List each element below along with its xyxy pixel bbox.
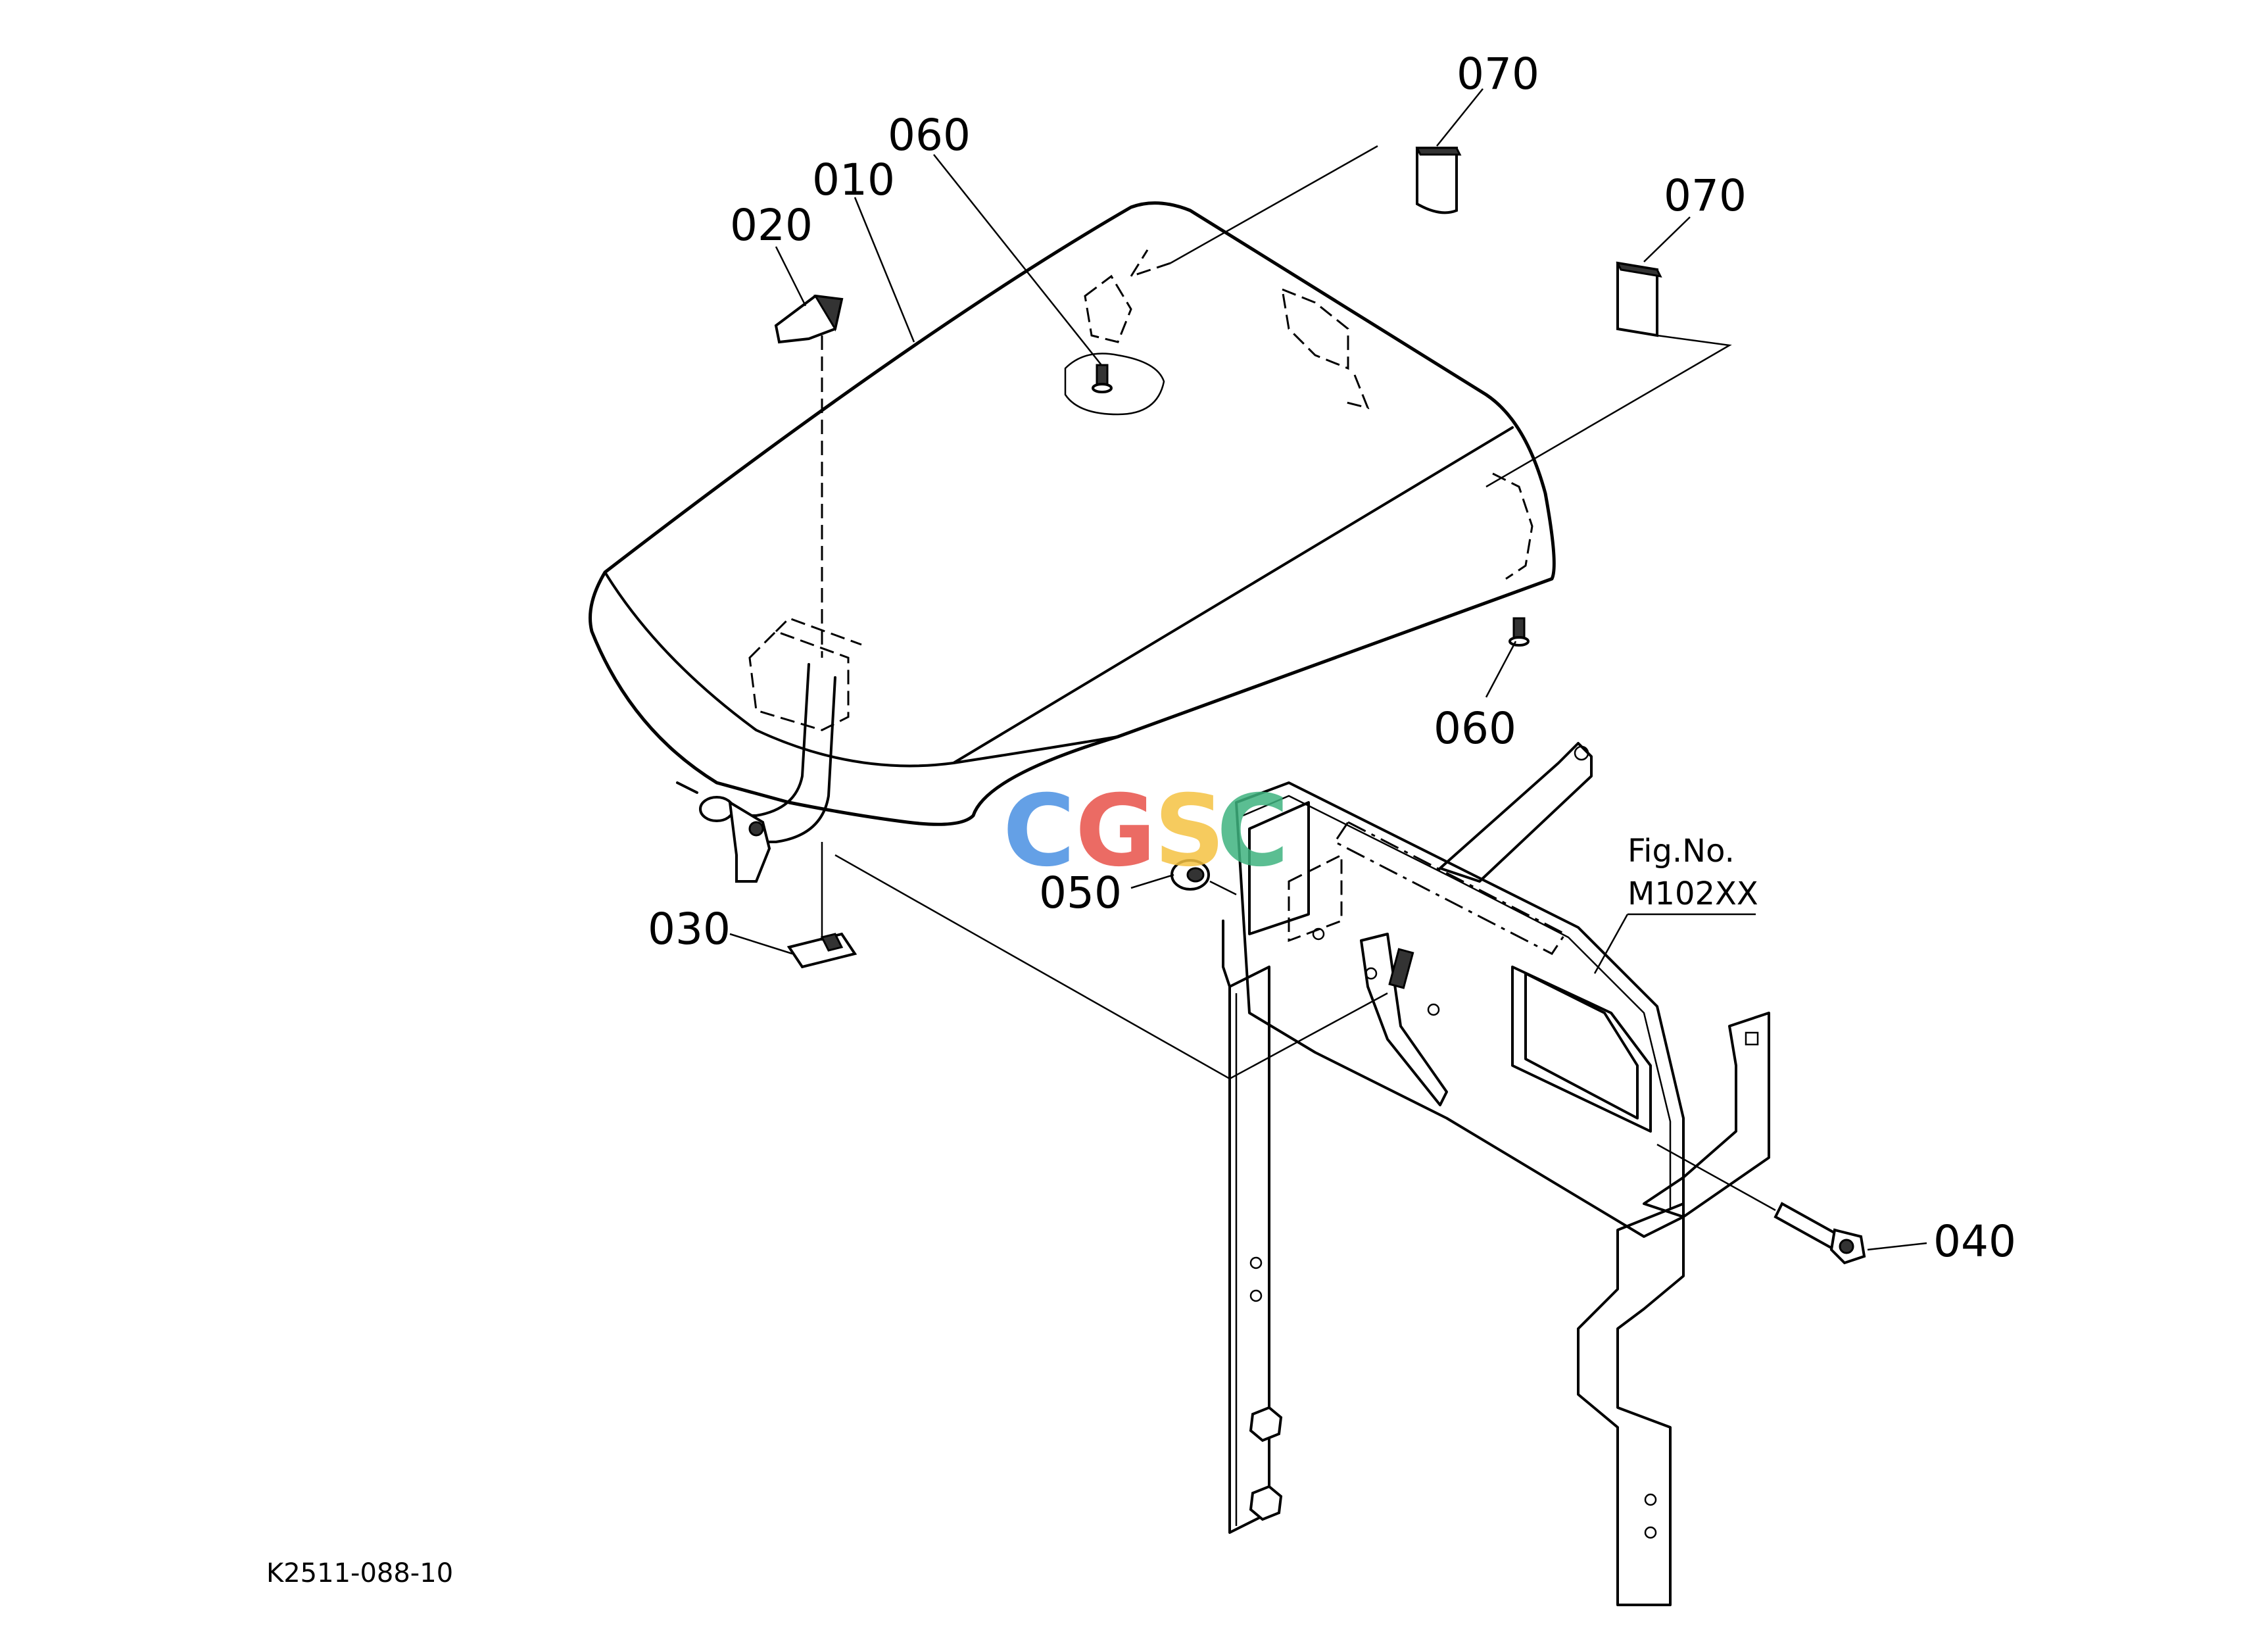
lever-part-030: [676, 781, 857, 969]
watermark-letter-g: G: [1075, 774, 1156, 889]
hood-part-010: [589, 201, 1556, 843]
cap-part-070-right: [1616, 261, 1662, 337]
support-frame: [1222, 742, 1770, 1606]
callout-070-right: 070: [1664, 170, 1747, 221]
drawing-code: K2511-088-10: [266, 1558, 453, 1588]
callout-030: 030: [648, 904, 731, 954]
nut-part-050: [1170, 859, 1210, 891]
watermark-logo: C G S C: [1003, 774, 1289, 889]
callout-060-top: 060: [888, 110, 971, 160]
leader-lines: [729, 88, 1927, 1251]
bolt-part-060-top: [1092, 364, 1113, 393]
watermark-letter-c2: C: [1217, 774, 1289, 889]
fig-ref-label: Fig.No.: [1628, 833, 1735, 870]
watermark-letter-s: S: [1154, 774, 1225, 889]
callout-060-side: 060: [1434, 703, 1516, 754]
callout-010: 010: [812, 155, 895, 205]
watermark-letter-c1: C: [1003, 774, 1075, 889]
bolt-part-040: [1773, 1202, 1866, 1265]
cap-part-070-top: [1415, 147, 1462, 214]
callout-050: 050: [1039, 868, 1122, 918]
callout-020: 020: [730, 200, 813, 251]
callout-070-top: 070: [1457, 49, 1539, 99]
callout-040: 040: [1933, 1216, 2016, 1267]
bolt-part-060-side: [1508, 617, 1530, 647]
fig-ref-number: M102XX: [1628, 875, 1758, 912]
knob-part-020: [774, 294, 844, 658]
